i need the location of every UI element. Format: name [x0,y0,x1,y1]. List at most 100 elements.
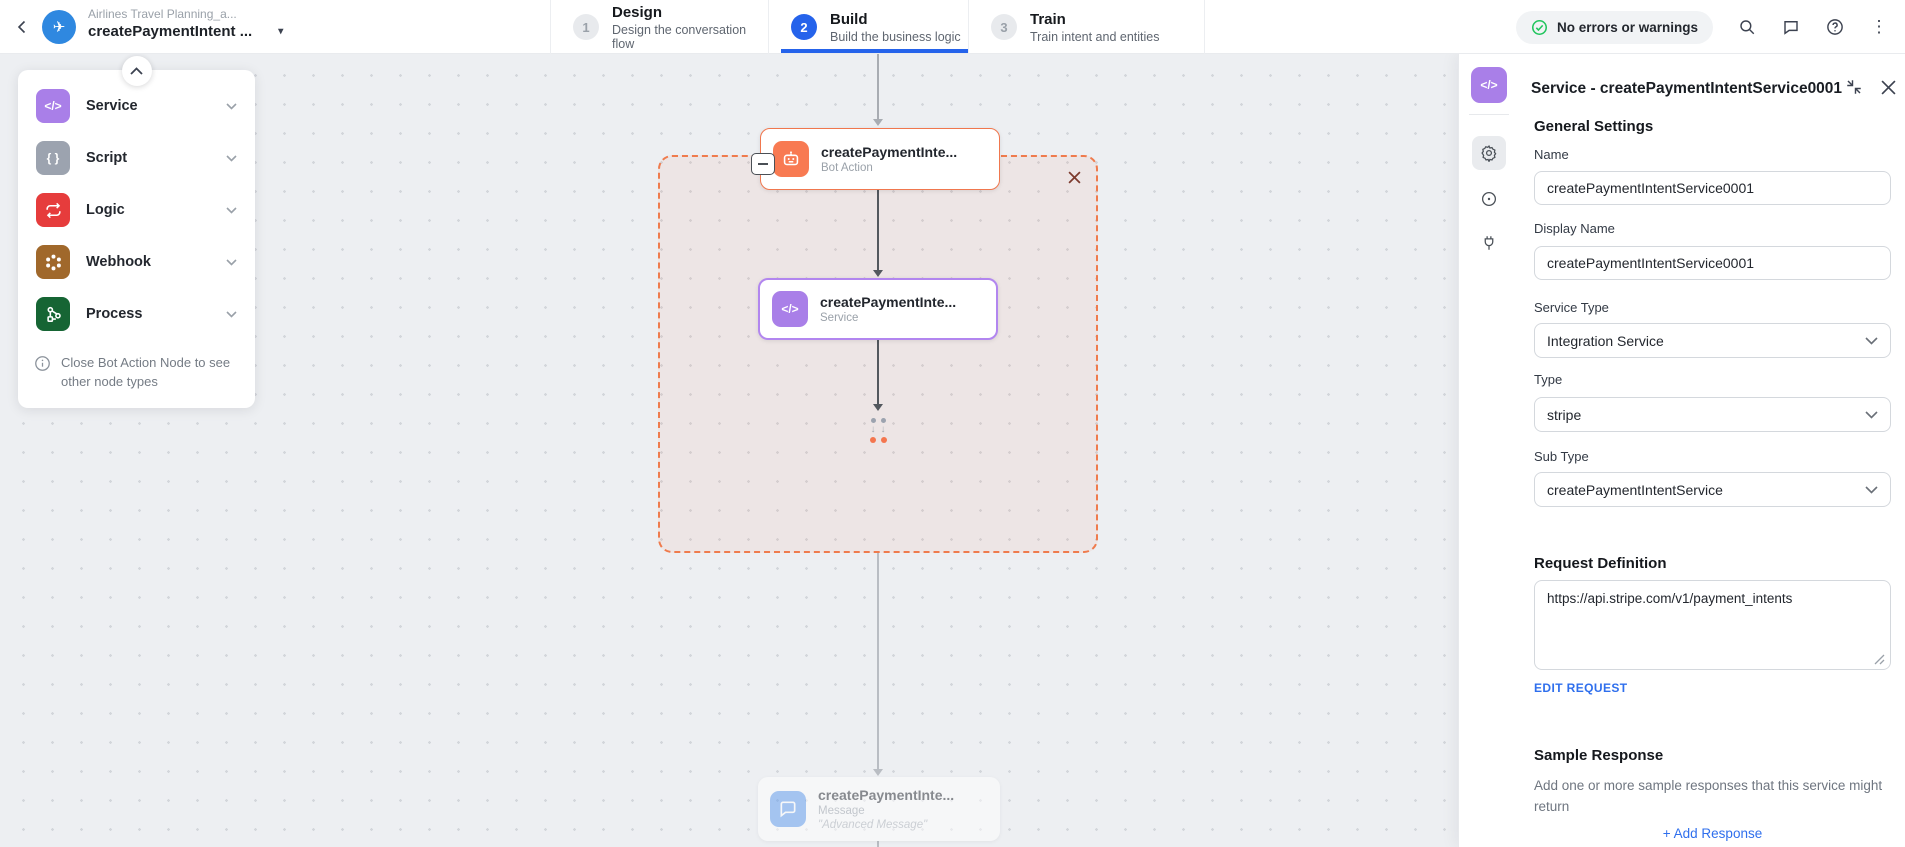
app-logo: ✈ [42,10,76,44]
tab-build[interactable]: 2 Build Build the business logic [768,0,968,54]
node-subtitle: Message [818,805,954,817]
palette-item-label: Webhook [86,254,210,270]
webhook-icon [36,245,70,279]
node-subtitle: Service [820,312,956,324]
name-input[interactable] [1534,171,1891,205]
help-icon[interactable] [1825,17,1845,37]
request-definition-heading: Request Definition [1534,555,1667,572]
search-icon[interactable] [1737,17,1757,37]
type-value: stripe [1547,407,1581,423]
request-url-textarea[interactable]: https://api.stripe.com/v1/payment_intent… [1534,580,1891,670]
palette-note-text: Close Bot Action Node to see other node … [61,354,237,392]
service-icon: </> [772,291,808,327]
palette-item-webhook[interactable]: Webhook [18,236,255,288]
general-settings-heading: General Settings [1534,118,1653,135]
connector-line [877,841,879,847]
service-icon: </> [36,89,70,123]
display-name-input[interactable] [1534,246,1891,280]
tab-label: Build [830,11,961,28]
info-icon [34,355,51,372]
more-options-icon[interactable]: ⋮ [1869,17,1889,37]
node-subtitle: Bot Action [821,162,957,174]
logic-icon [36,193,70,227]
sub-type-value: createPaymentIntentService [1547,482,1723,498]
palette-item-script[interactable]: { } Script [18,132,255,184]
panel-strip: </> [1459,54,1519,847]
connector-line [877,190,879,270]
close-panel-icon[interactable] [1877,76,1899,98]
palette-item-process[interactable]: Process [18,288,255,340]
display-name-label: Display Name [1534,221,1615,236]
sample-response-description: Add one or more sample responses that th… [1534,776,1891,818]
collapse-panel-icon[interactable] [1845,78,1865,98]
chevron-down-icon [1865,486,1878,494]
connector-arrow [873,769,883,776]
palette-item-label: Logic [86,202,210,218]
service-node[interactable]: </> createPaymentInte... Service [758,278,998,340]
sample-response-heading: Sample Response [1534,747,1663,764]
tab-description: Train intent and entities [1030,30,1159,44]
resize-handle[interactable] [1874,654,1885,665]
script-icon: { } [36,141,70,175]
target-icon [1480,190,1498,208]
type-label: Type [1534,372,1562,387]
palette-collapse-button[interactable] [122,56,152,86]
palette-item-label: Service [86,98,210,114]
tab-label: Design [612,4,768,21]
divider [1469,114,1509,115]
top-bar: ✈ Airlines Travel Planning_a... createPa… [0,0,1905,54]
chevron-down-icon[interactable]: ▾ [278,26,283,37]
request-url: https://api.stripe.com/v1/payment_intent… [1547,591,1792,606]
connections-tab-button[interactable] [1472,226,1506,260]
process-icon [36,297,70,331]
chevron-down-icon [1865,337,1878,345]
panel-title: Service - createPaymentIntentService0001 [1531,80,1842,98]
instance-tab-button[interactable] [1472,182,1506,216]
node-palette: </> Service { } Script Logic Webhook [18,70,255,408]
tab-design[interactable]: 1 Design Design the conversation flow [550,0,768,54]
edit-request-link[interactable]: EDIT REQUEST [1534,681,1627,695]
active-tab-indicator [781,49,968,53]
message-node[interactable]: createPaymentInte... Message "Advanced M… [758,777,1000,841]
node-title: createPaymentInte... [820,294,956,311]
bot-icon [773,141,809,177]
chevron-down-icon [226,155,237,162]
message-icon [770,791,806,827]
node-title: createPaymentInte... [818,787,954,804]
chevron-down-icon [226,311,237,318]
add-node-dropzone[interactable]: ↓↓ [865,418,891,443]
add-response-link[interactable]: + Add Response [1534,826,1891,841]
tab-step-number: 2 [791,14,817,40]
palette-note: Close Bot Action Node to see other node … [18,340,255,392]
palette-item-service[interactable]: </> Service [18,80,255,132]
connector-arrow [873,270,883,277]
status-badge-text: No errors or warnings [1557,20,1698,35]
service-type-value: Integration Service [1547,333,1664,349]
sub-type-label: Sub Type [1534,449,1589,464]
chevron-down-icon [226,103,237,110]
tab-description: Build the business logic [830,30,961,44]
gear-icon [1480,144,1498,162]
service-icon: </> [1471,67,1507,103]
connector-line [877,553,879,769]
task-name[interactable]: createPaymentIntent ... [88,23,252,40]
sub-type-select[interactable]: createPaymentIntentService [1534,472,1891,507]
service-config-panel: </> Service - createPaymentIntentService… [1458,54,1905,847]
check-circle-icon [1531,19,1548,36]
back-button[interactable] [10,15,34,39]
name-label: Name [1534,147,1569,162]
comment-icon[interactable] [1781,17,1801,37]
close-bot-action-icon[interactable] [1064,167,1084,187]
tab-train[interactable]: 3 Train Train intent and entities [968,0,1205,54]
type-select[interactable]: stripe [1534,397,1891,432]
chevron-down-icon [226,259,237,266]
collapse-node-toggle[interactable] [751,153,775,175]
connector-line [877,340,879,404]
status-badge[interactable]: No errors or warnings [1516,11,1713,44]
node-message-preview: "Advanced Message" [818,819,954,831]
tab-label: Train [1030,11,1159,28]
palette-item-logic[interactable]: Logic [18,184,255,236]
service-type-select[interactable]: Integration Service [1534,323,1891,358]
bot-action-node[interactable]: createPaymentInte... Bot Action [760,128,1000,190]
settings-tab-button[interactable] [1472,136,1506,170]
